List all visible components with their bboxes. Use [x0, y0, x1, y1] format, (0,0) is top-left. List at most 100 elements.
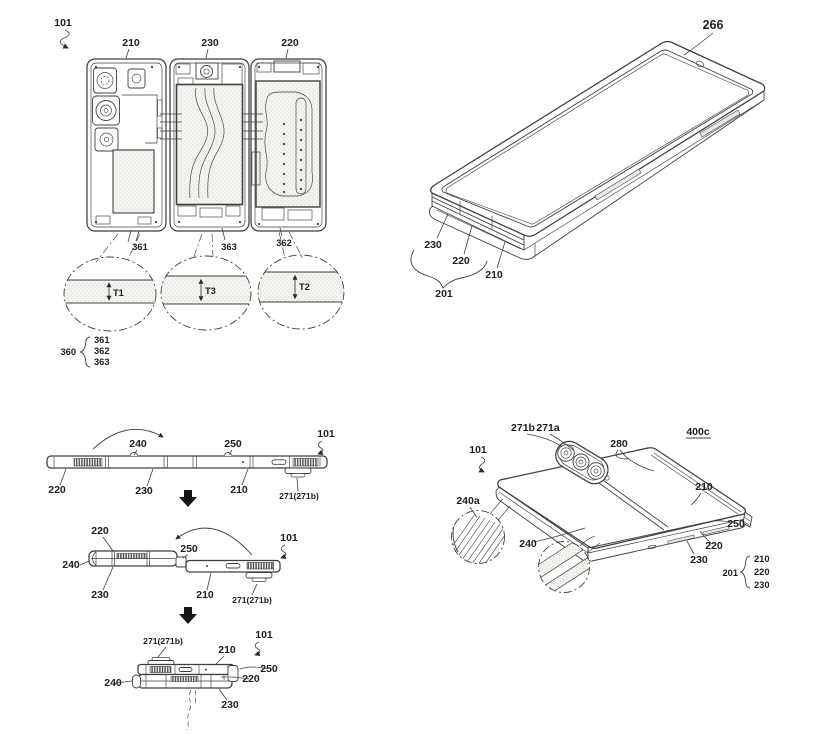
device-edge-flat	[46, 455, 328, 469]
top-rail-280	[650, 452, 742, 515]
part-220-label: 220	[242, 673, 260, 685]
thickness-detail-T3: T3	[160, 255, 252, 331]
sequence-down-arrow	[179, 490, 197, 507]
hinge-250-block	[175, 556, 187, 568]
hinge-240-label: 240	[62, 559, 80, 571]
front-camera-hole	[695, 60, 705, 68]
panel-220-internals	[251, 60, 321, 226]
open-view-labels: 271b 271a 280 101 240a 240 210 250 220 2…	[456, 422, 769, 590]
figure-folded-perspective: 266 230 220 210 201	[410, 18, 766, 300]
t3-label: T3	[205, 286, 216, 296]
ref-101-label: 101	[255, 629, 273, 641]
part-230-label: 230	[135, 485, 153, 497]
part-210-label: 210	[196, 589, 214, 601]
group-360-item-3: 363	[94, 357, 110, 367]
panel-210: 210 361	[86, 37, 167, 252]
thickness-detail-T2: T2	[257, 254, 345, 330]
hinge-hatch-lines	[451, 513, 505, 564]
panel-220-label: 220	[281, 37, 299, 49]
group-201-label: 201	[435, 288, 453, 300]
group-360-label: 360	[60, 347, 76, 357]
fold-stage-closed: 271(271b) 101 210 250 220 240 230	[104, 629, 278, 731]
rear-camera-island	[555, 440, 610, 485]
hinge-250-label: 250	[260, 663, 278, 675]
camera-bump	[245, 572, 273, 579]
hinge-250-label: 250	[224, 438, 242, 450]
fold-direction-arrow	[175, 527, 253, 556]
part-210-label: 210	[230, 484, 248, 496]
part-210-label: 210	[218, 644, 236, 656]
group-201-item-3: 230	[754, 580, 770, 590]
rail-280-label: 280	[610, 438, 628, 450]
panel-bridges	[160, 113, 263, 140]
lead-363-label: 363	[221, 242, 237, 252]
part-210-label: 210	[695, 481, 713, 493]
ref-266-label: 266	[703, 18, 724, 32]
camera-lens	[587, 462, 605, 480]
flat-bar-details	[53, 452, 321, 478]
panel-230: 230 363	[169, 37, 250, 252]
cap-250-label: 250	[727, 518, 745, 530]
open-phone-body	[495, 440, 753, 563]
panel-210-label: 210	[122, 37, 140, 49]
board-contact-dots	[282, 118, 303, 194]
camera-271-label: 271(271b)	[279, 491, 319, 501]
side-slots	[523, 99, 765, 251]
figure-folding-sequence: 240 250 101 220 230 210 271(271b)	[46, 428, 335, 731]
folded-edge-labels: 230 220 210 201	[410, 213, 506, 300]
panel-230-internals	[175, 62, 244, 224]
folded-edge-stack	[428, 91, 765, 260]
group-360-item-2: 362	[94, 346, 110, 356]
camera-bump	[284, 467, 312, 474]
fold-direction-arrow	[92, 428, 164, 450]
camera-271b-label: 271b	[511, 422, 535, 434]
lead-361-label: 361	[132, 242, 148, 252]
half-folded-body	[88, 550, 281, 582]
figure-open-back-perspective: 400c	[451, 422, 770, 593]
camera-lens	[557, 444, 575, 462]
reference-squiggle-arrow	[59, 29, 70, 49]
brace-201	[739, 555, 751, 589]
hinge-240-label: 240	[519, 538, 537, 550]
hinge-240-label: 240	[129, 438, 147, 450]
flash	[604, 475, 610, 481]
brace-201	[410, 249, 488, 289]
sequence-down-arrow	[179, 607, 197, 624]
camera-lens	[572, 453, 590, 471]
panel-210-internals	[92, 65, 163, 225]
hinge-end-stack	[742, 511, 753, 528]
part-230-label: 230	[221, 699, 239, 711]
part-230-label: 230	[690, 554, 708, 566]
battery	[112, 149, 155, 214]
brace-360	[79, 336, 91, 368]
display-stack	[175, 83, 244, 206]
t1-label: T1	[113, 288, 124, 298]
panel-220: 220 362	[250, 37, 327, 248]
seam-texture-detail-circle	[538, 535, 601, 593]
figure-exploded-view: 101	[54, 17, 345, 368]
ref-101-label: 101	[317, 428, 335, 440]
hinge-texture-detail-circle	[451, 498, 511, 564]
part-220-label: 220	[705, 540, 723, 552]
part-220-label: 220	[48, 484, 66, 496]
camera-271-label: 271(271b)	[232, 595, 272, 605]
camera-271a-label: 271a	[536, 422, 560, 434]
front-side-slots	[647, 525, 730, 550]
figure-number-400c: 400c	[686, 426, 710, 438]
fold-stage-flat: 240 250 101 220 230 210 271(271b)	[46, 428, 335, 507]
edge-230-label: 230	[424, 239, 442, 251]
detail-funnels	[95, 231, 304, 263]
group-201-label: 201	[722, 568, 738, 578]
group-360: 360 361 362 363	[60, 335, 110, 368]
hinge-250-cap	[227, 665, 239, 682]
fold-stage-half: 220 240 230 250 210 101 271(271b)	[62, 525, 298, 624]
ref-101-label: 101	[469, 444, 487, 456]
thickness-detail-T1: T1	[63, 256, 157, 332]
folded-phone-body	[428, 40, 766, 260]
hinge-240-label: 240	[104, 677, 122, 689]
group-201: 201 210 220 230	[722, 554, 769, 590]
camera-271-label: 271(271b)	[143, 636, 183, 646]
hinge-240-cap	[132, 674, 141, 689]
